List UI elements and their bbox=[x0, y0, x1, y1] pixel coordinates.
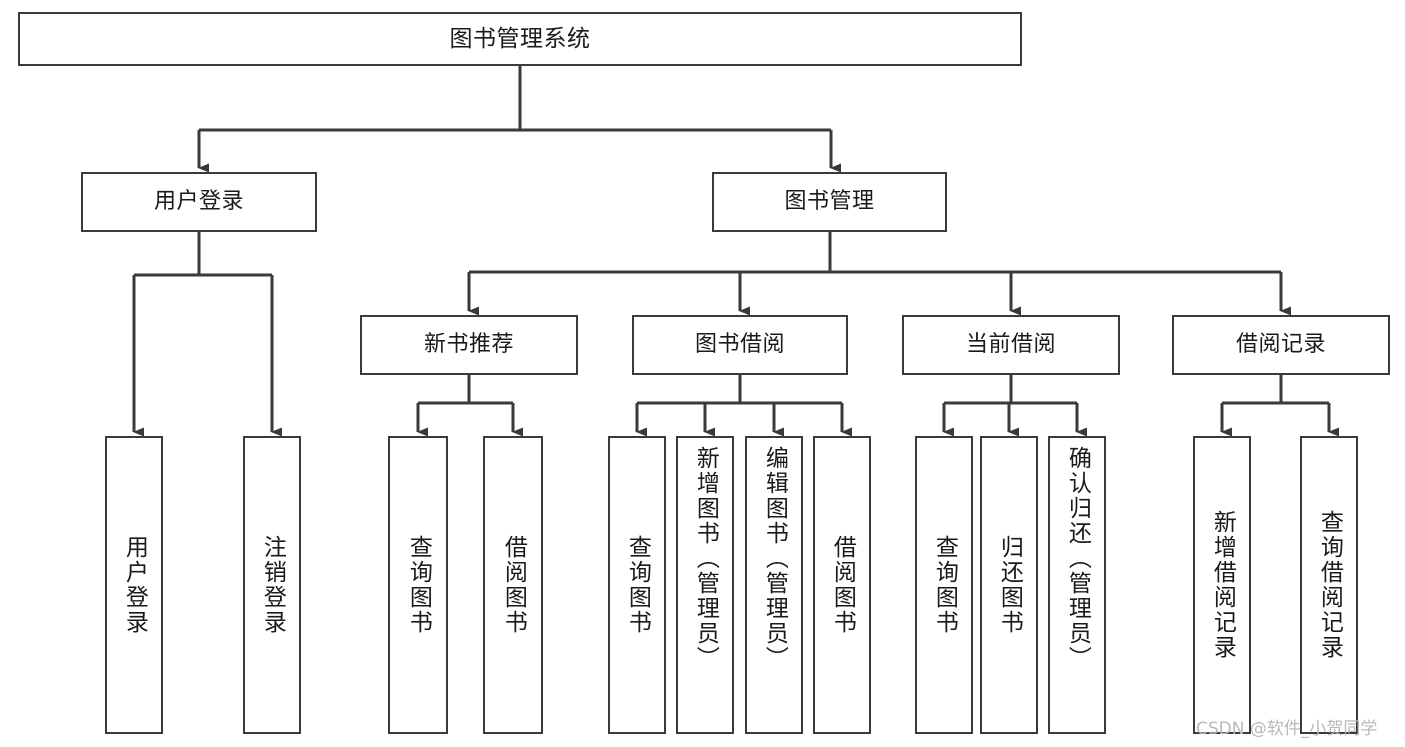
node-leaf-return-book[interactable]: 归还图书 bbox=[980, 436, 1038, 734]
node-borrow-record[interactable]: 借阅记录 bbox=[1172, 315, 1390, 375]
node-leaf-user-logout[interactable]: 注销登录 bbox=[243, 436, 301, 734]
node-book-borrow[interactable]: 图书借阅 bbox=[632, 315, 848, 375]
node-new-book-rec[interactable]: 新书推荐 bbox=[360, 315, 578, 375]
node-leaf-edit-book-label: 编辑图书（管理员） bbox=[761, 446, 788, 671]
node-leaf-user-login-label: 用户登录 bbox=[121, 535, 148, 635]
node-current-borrow[interactable]: 当前借阅 bbox=[902, 315, 1120, 375]
node-leaf-add-record-label: 新增借阅记录 bbox=[1209, 510, 1236, 660]
node-current-borrow-label: 当前借阅 bbox=[965, 332, 1056, 357]
node-leaf-borrow-book-2-label: 借阅图书 bbox=[829, 535, 856, 635]
node-leaf-user-login[interactable]: 用户登录 bbox=[105, 436, 163, 734]
node-user-login-label: 用户登录 bbox=[153, 189, 244, 214]
node-book-mgmt-label: 图书管理 bbox=[784, 189, 875, 214]
node-borrow-record-label: 借阅记录 bbox=[1235, 332, 1326, 357]
node-book-mgmt[interactable]: 图书管理 bbox=[712, 172, 947, 232]
node-leaf-query-book-3[interactable]: 查询图书 bbox=[915, 436, 973, 734]
node-leaf-edit-book[interactable]: 编辑图书（管理员） bbox=[745, 436, 803, 734]
node-leaf-add-book[interactable]: 新增图书（管理员） bbox=[676, 436, 734, 734]
node-root-label: 图书管理系统 bbox=[449, 25, 591, 52]
node-leaf-add-record[interactable]: 新增借阅记录 bbox=[1193, 436, 1251, 734]
node-leaf-query-book-3-label: 查询图书 bbox=[931, 535, 958, 635]
node-book-borrow-label: 图书借阅 bbox=[694, 332, 785, 357]
csdn-watermark: CSDN @软件_小贺同学 bbox=[1196, 719, 1378, 739]
node-leaf-query-book-1-label: 查询图书 bbox=[405, 535, 432, 635]
node-leaf-query-book-2[interactable]: 查询图书 bbox=[608, 436, 666, 734]
node-new-book-rec-label: 新书推荐 bbox=[423, 332, 514, 357]
node-leaf-query-record[interactable]: 查询借阅记录 bbox=[1300, 436, 1358, 734]
node-user-login[interactable]: 用户登录 bbox=[81, 172, 317, 232]
node-leaf-add-book-label: 新增图书（管理员） bbox=[692, 446, 719, 671]
node-leaf-user-logout-label: 注销登录 bbox=[259, 535, 286, 635]
node-leaf-query-book-1[interactable]: 查询图书 bbox=[388, 436, 448, 734]
node-leaf-query-book-2-label: 查询图书 bbox=[624, 535, 651, 635]
node-leaf-borrow-book-1-label: 借阅图书 bbox=[500, 535, 527, 635]
node-leaf-confirm-return[interactable]: 确认归还（管理员） bbox=[1048, 436, 1106, 734]
node-leaf-query-record-label: 查询借阅记录 bbox=[1316, 510, 1343, 660]
node-leaf-borrow-book-2[interactable]: 借阅图书 bbox=[813, 436, 871, 734]
node-leaf-borrow-book-1[interactable]: 借阅图书 bbox=[483, 436, 543, 734]
node-leaf-confirm-return-label: 确认归还（管理员） bbox=[1064, 446, 1091, 671]
node-leaf-return-book-label: 归还图书 bbox=[996, 535, 1023, 635]
node-root[interactable]: 图书管理系统 bbox=[18, 12, 1022, 66]
